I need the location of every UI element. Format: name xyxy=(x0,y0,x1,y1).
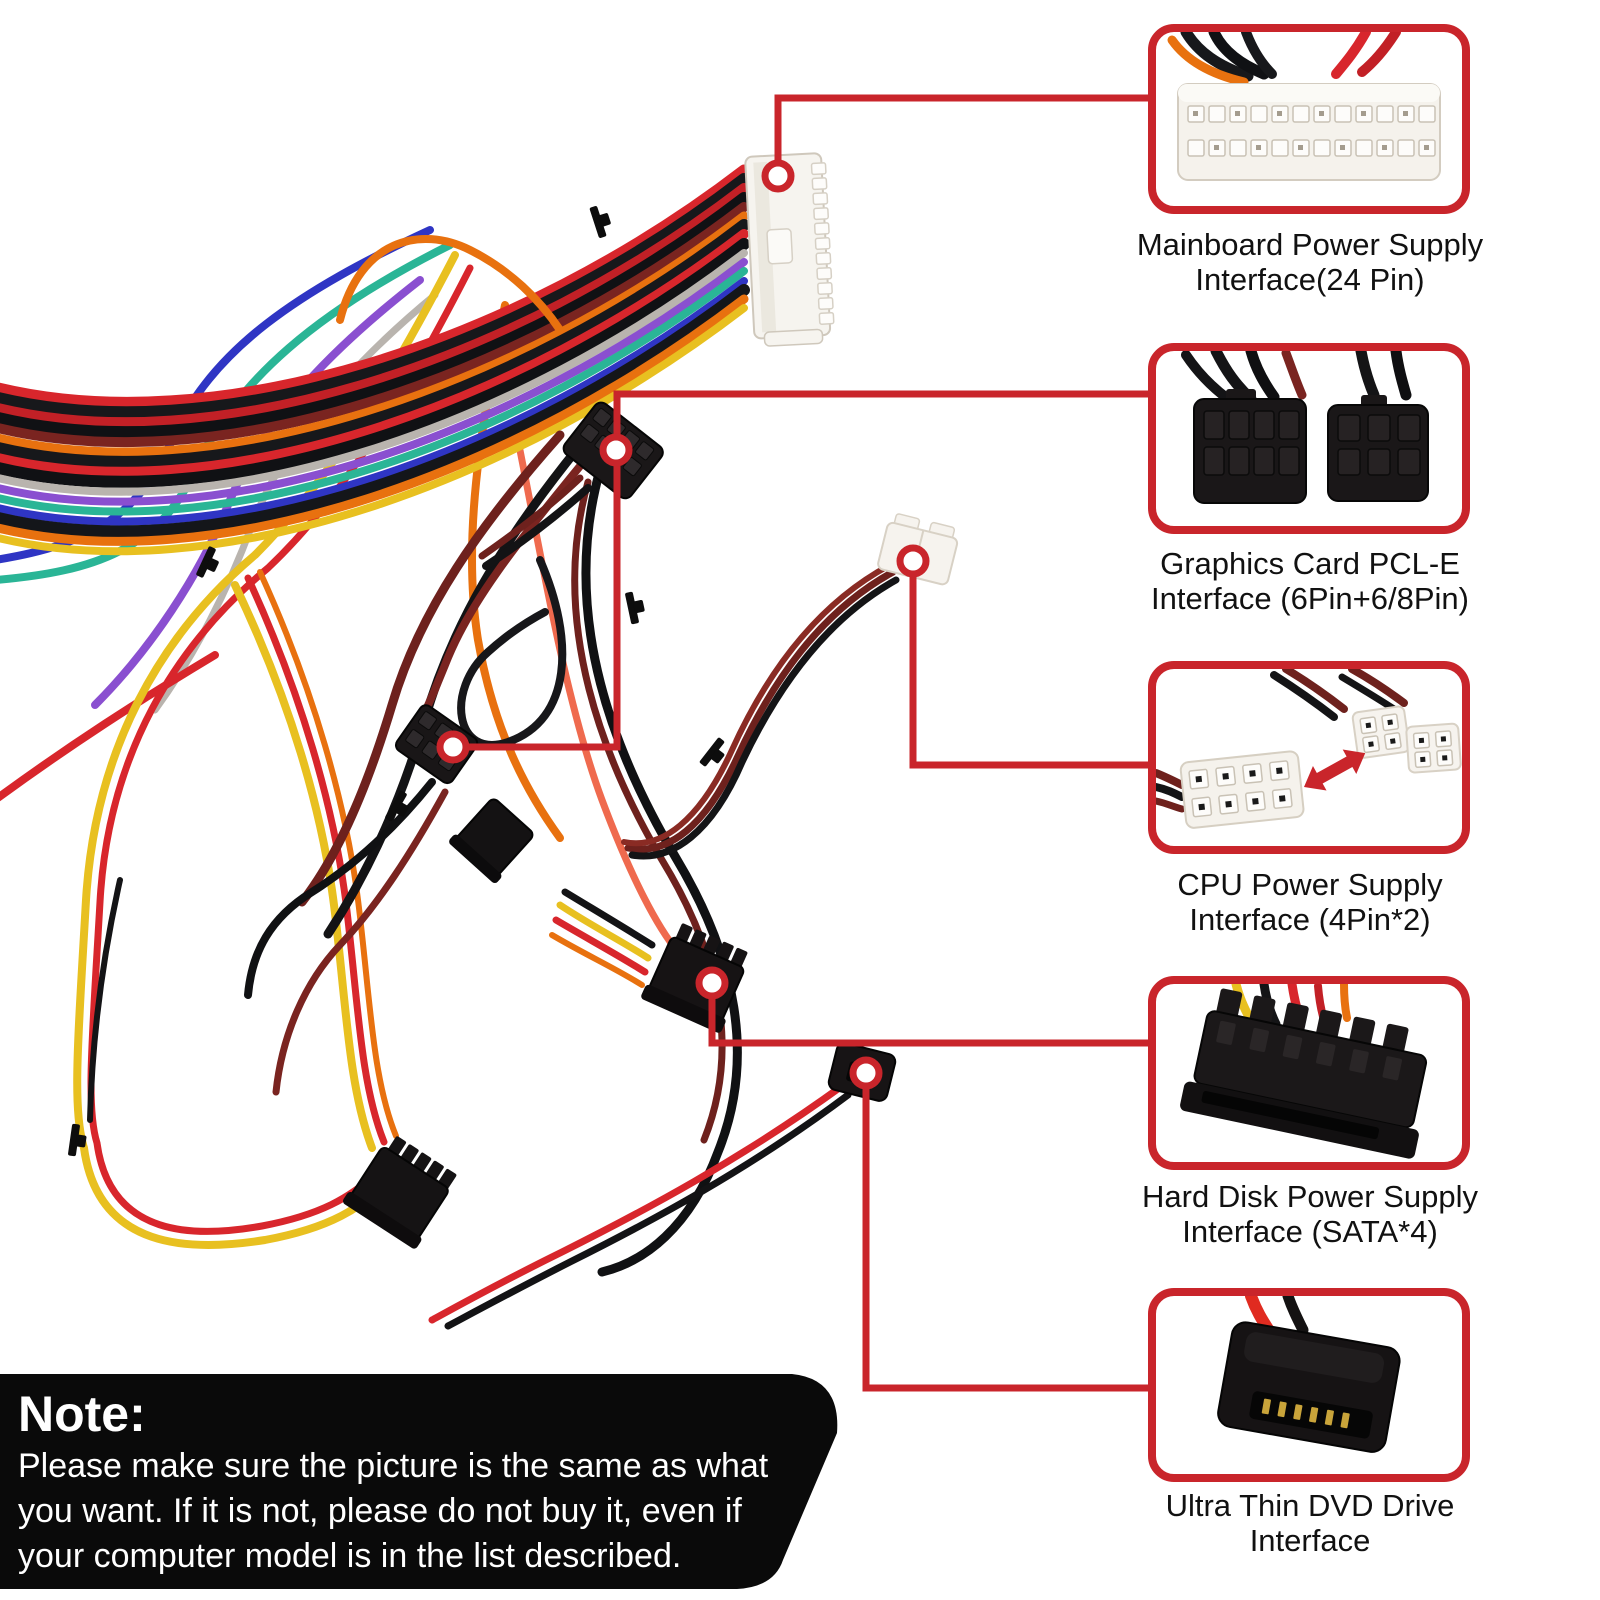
callout-line-mainboard xyxy=(774,94,1150,176)
marker-harddisk xyxy=(695,966,729,1000)
atx-24pin-connector xyxy=(744,152,835,347)
cpu-connectors-photo xyxy=(1156,669,1462,829)
marker-mainboard xyxy=(761,159,795,193)
callout-box-graphics xyxy=(1148,343,1470,534)
marker-dvd xyxy=(849,1056,883,1090)
zip-ties xyxy=(68,206,725,1157)
callout-box-mainboard xyxy=(1148,24,1470,214)
note-title: Note: xyxy=(18,1386,146,1442)
callout-markers xyxy=(436,159,930,1090)
swap-arrow-icon xyxy=(1304,749,1366,791)
wire-dvd-pair xyxy=(428,1082,852,1330)
callout-line-harddisk xyxy=(708,983,1150,1047)
cpu-8pin xyxy=(1179,750,1305,829)
callout-box-cpu xyxy=(1148,661,1470,854)
callout-box-harddisk xyxy=(1148,976,1470,1170)
atx-24pin-photo xyxy=(1167,32,1441,181)
marker-graphics-6pin xyxy=(436,730,470,764)
pcie-connectors-photo xyxy=(1181,351,1429,504)
sata-connector-bottom xyxy=(343,1136,457,1249)
sata-connector-photo xyxy=(1180,984,1428,1159)
note-body: Please make sure the picture is the same… xyxy=(18,1447,769,1575)
sata-connector-mid xyxy=(449,798,534,884)
callout-line-graphics xyxy=(453,390,1150,751)
callout-line-dvd xyxy=(862,1073,1148,1392)
wire-cpu-pair xyxy=(621,562,900,860)
wire-bundle-main xyxy=(0,164,750,556)
callout-line-cpu xyxy=(909,561,1150,769)
cpu-4pin-b xyxy=(1405,722,1462,774)
marker-cpu xyxy=(896,544,930,578)
callout-lines xyxy=(453,94,1150,1392)
slim-sata-connector-photo xyxy=(1217,1296,1401,1453)
note-box-background xyxy=(0,1374,838,1589)
callout-box-dvd xyxy=(1148,1288,1470,1482)
note-panel: Note: Please make sure the picture is th… xyxy=(18,1386,818,1579)
marker-graphics-8pin xyxy=(599,433,633,467)
cpu-4pin-a xyxy=(1351,705,1411,759)
